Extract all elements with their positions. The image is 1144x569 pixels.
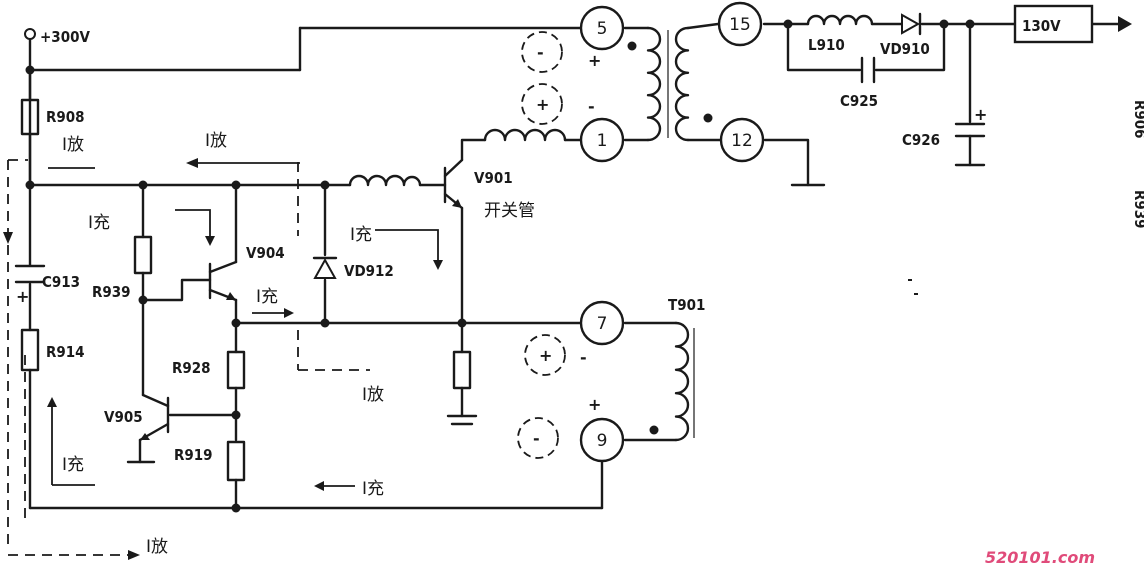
plus-sign: +: [588, 51, 601, 70]
minus-sign: -: [580, 348, 587, 367]
t901-label: T901: [668, 296, 705, 314]
current-paths: [7, 159, 370, 556]
junctions: [25, 19, 975, 513]
diode-vd912-icon: [312, 256, 338, 279]
current-arrows: [3, 158, 443, 560]
l910-label: L910: [808, 36, 845, 54]
c925-label: C925: [840, 92, 878, 110]
pin-9-label: 9: [597, 431, 608, 451]
r939-label: R939: [92, 283, 131, 301]
pin-7-label: 7: [597, 314, 608, 334]
minus-sign: -: [537, 43, 544, 62]
svg-text:+: +: [974, 105, 987, 124]
discharge-current-label: I放: [362, 385, 384, 405]
discharge-current-label: I放: [146, 537, 168, 557]
charge-current-label: I充: [256, 287, 278, 307]
pin-5-label: 5: [597, 19, 608, 39]
capacitor-c926-icon: +: [954, 105, 987, 138]
c926-label: C926: [902, 131, 940, 149]
diode-vd910-icon: [901, 12, 922, 36]
transformer-winding-icons: [627, 22, 722, 442]
r919-label: R919: [174, 446, 213, 464]
transistor-v901-icon: [443, 158, 464, 210]
supply-voltage-label: +300V: [40, 28, 90, 46]
c913-label: C913: [42, 273, 80, 291]
v901-description: 开关管: [484, 201, 535, 221]
plus-sign: +: [536, 95, 549, 114]
svg-text:+: +: [16, 287, 29, 306]
minus-sign: -: [588, 97, 595, 116]
r908-label: R908: [46, 108, 85, 126]
charge-current-label: I充: [362, 479, 384, 499]
charge-current-label: I充: [350, 225, 372, 245]
transistor-v905-icon: [138, 393, 170, 442]
vd912-label: VD912: [344, 262, 394, 280]
minus-sign: -: [533, 429, 540, 448]
r939-side-label: R939: [1131, 190, 1144, 229]
charge-current-label: I充: [88, 213, 110, 233]
plus-sign: +: [588, 395, 601, 414]
plus-sign: +: [539, 346, 552, 365]
r906-side-label: R906: [1131, 100, 1144, 139]
resistor-icons: [20, 68, 472, 482]
watermark-logo: 520101.com: [985, 548, 1095, 567]
supply-terminal-icon: [24, 28, 36, 40]
output-voltage-label: 130V: [1022, 17, 1061, 35]
polarity-markers: [517, 31, 566, 459]
capacitor-c925-icon: [860, 56, 876, 84]
transistor-v904-icon: [208, 260, 238, 302]
pin-12-label: 12: [731, 131, 753, 151]
output-arrow-icon: [1118, 16, 1132, 32]
discharge-current-label: I放: [205, 131, 227, 151]
wires: [28, 22, 1120, 510]
capacitor-c913-icon: +: [14, 264, 46, 306]
vd910-label: VD910: [880, 40, 930, 58]
r928-label: R928: [172, 359, 211, 377]
inductor-l910-icon: [806, 14, 874, 26]
inductor-icons: [348, 128, 567, 187]
v904-label: V904: [246, 244, 285, 262]
output-voltage-box: [1013, 4, 1094, 44]
pin-1-label: 1: [597, 131, 608, 151]
pin-circles: [579, 1, 765, 463]
v905-label: V905: [104, 408, 143, 426]
charge-current-label: I充: [62, 455, 84, 475]
pin-15-label: 15: [729, 15, 751, 35]
discharge-current-label: I放: [62, 135, 84, 155]
r914-label: R914: [46, 343, 85, 361]
v901-label: V901: [474, 169, 513, 187]
